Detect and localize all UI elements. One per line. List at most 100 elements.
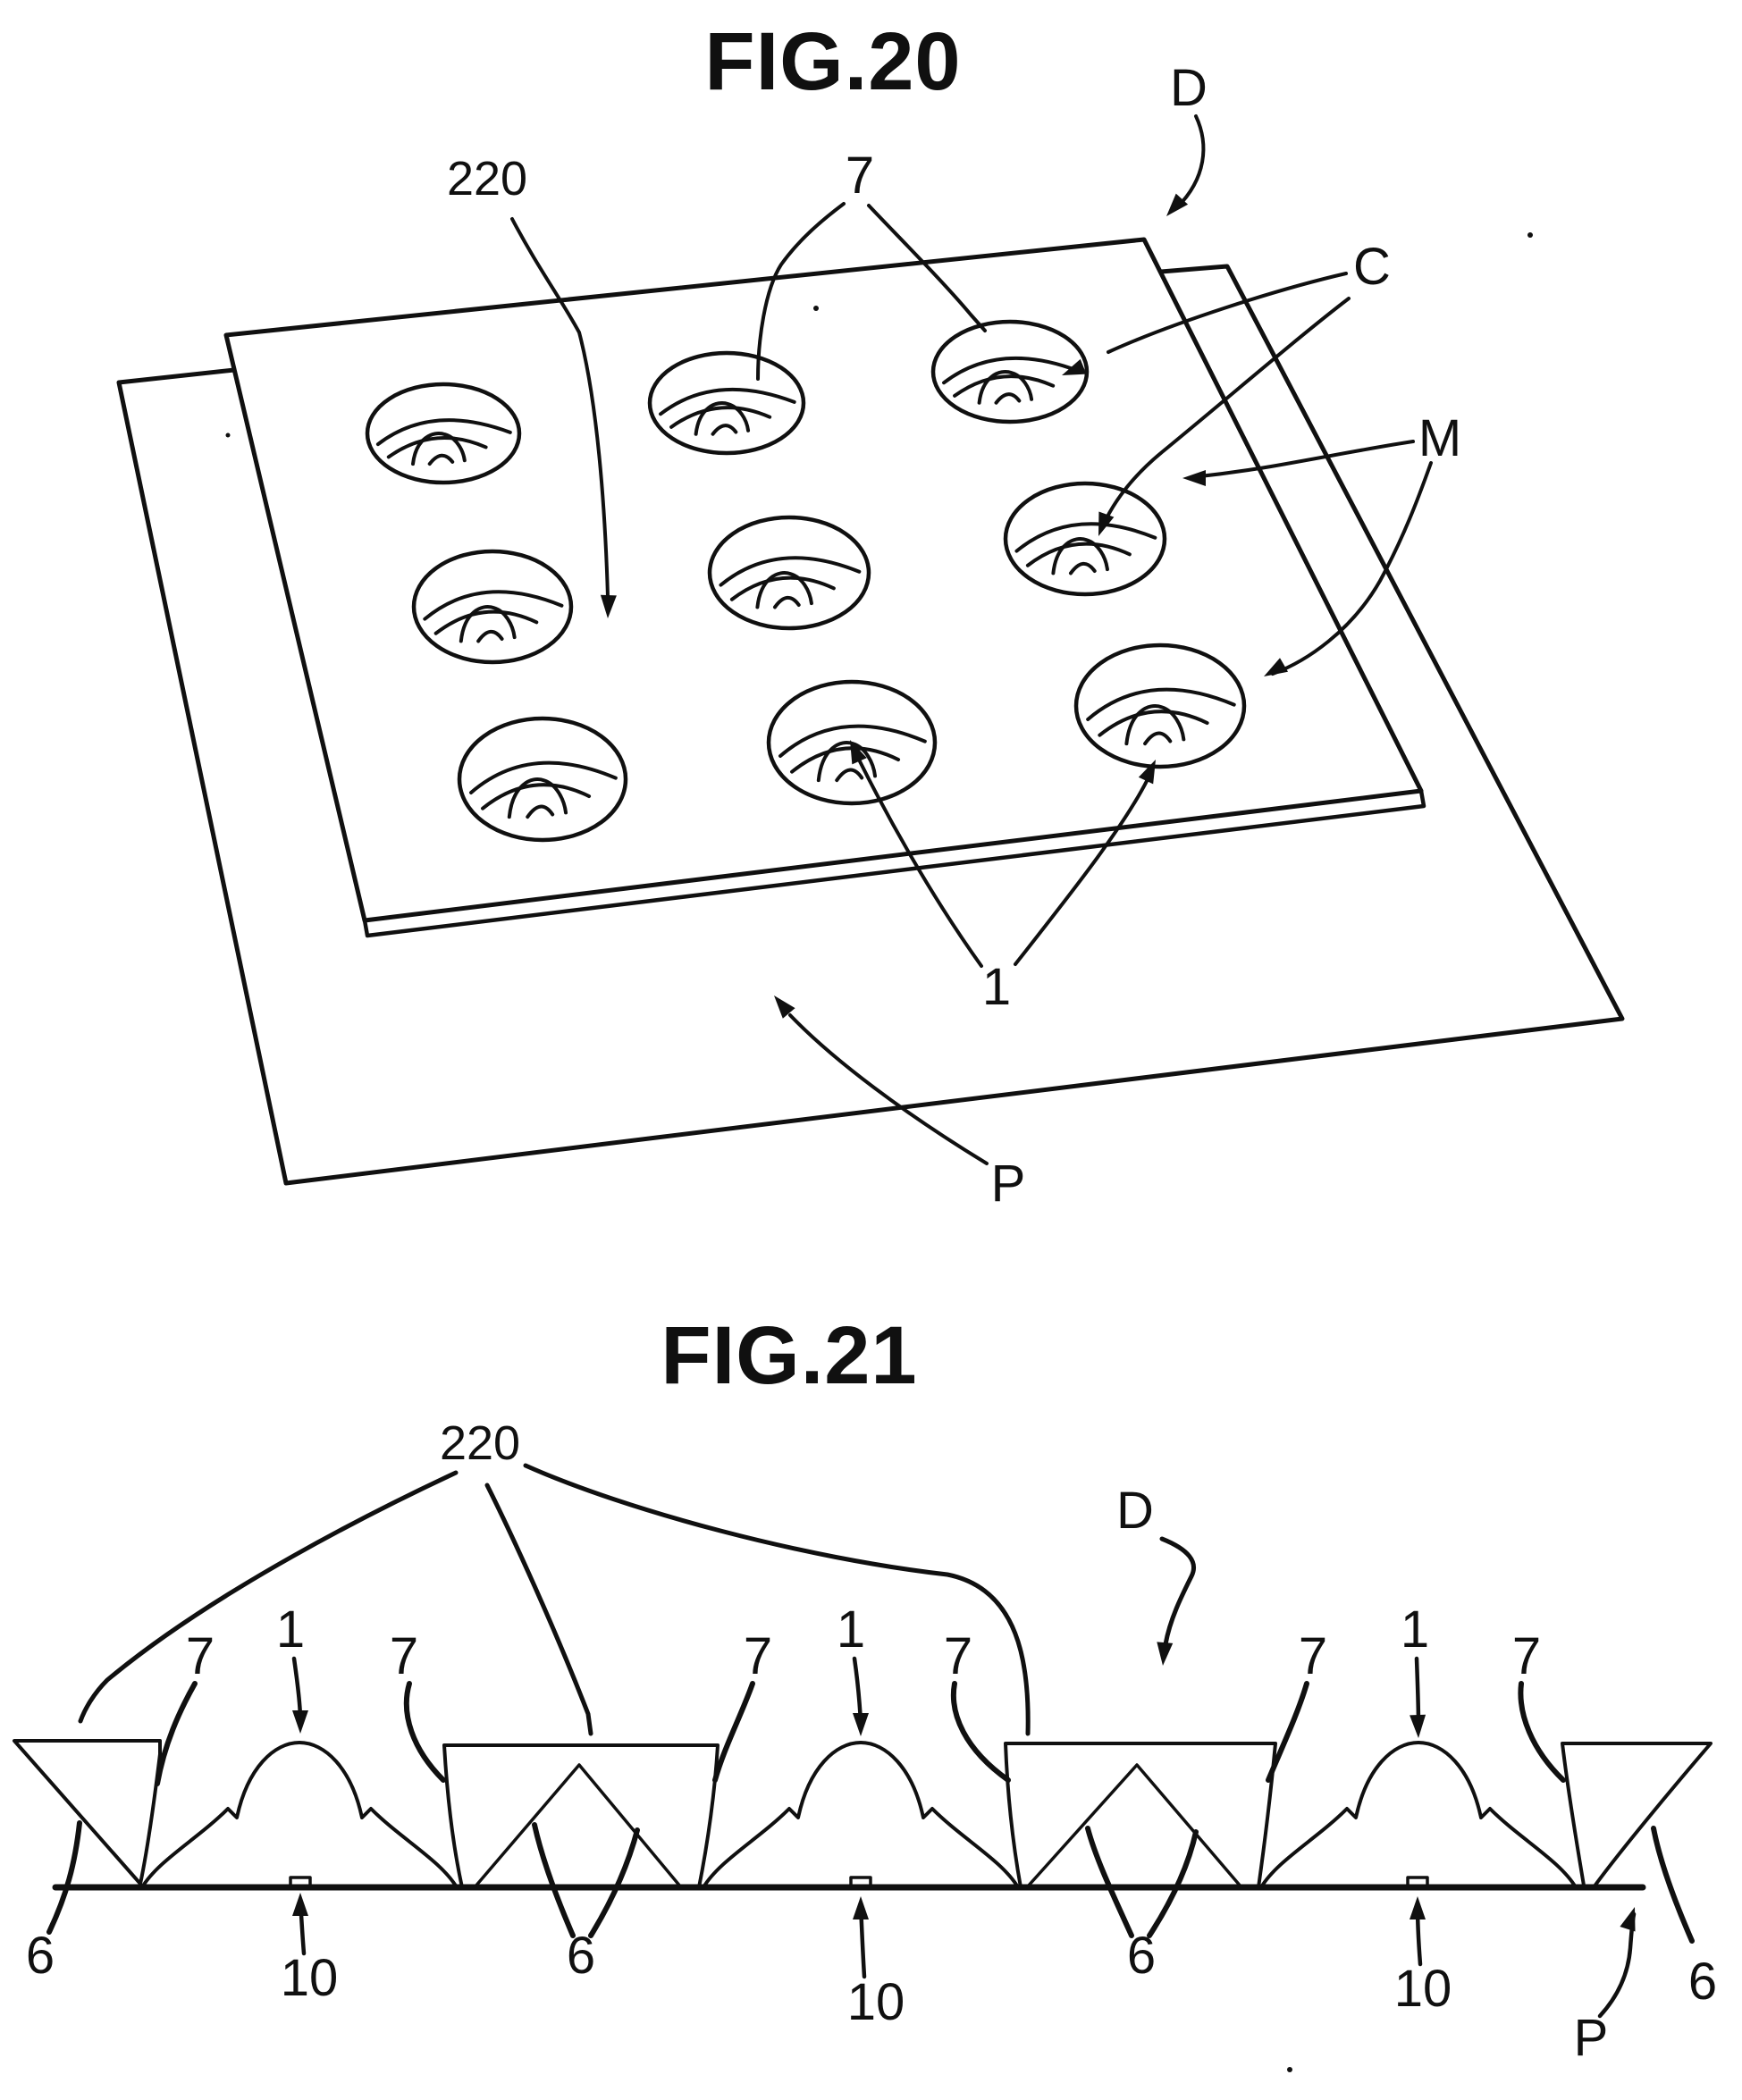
dome-upper-arc — [659, 387, 796, 416]
arrowhead — [1062, 358, 1087, 375]
leader-7e — [1266, 1681, 1309, 1783]
dome-mid-arc — [790, 746, 901, 774]
arrowhead — [292, 1893, 308, 1916]
dome-tip-arc — [772, 595, 801, 609]
arrowhead — [1166, 193, 1189, 216]
fig-21-ref-1b: 1 — [837, 1600, 865, 1659]
dome-mid-arc — [433, 609, 539, 635]
fig-21-ref-6c: 6 — [1127, 1927, 1156, 1985]
dome-tip-outline — [507, 777, 568, 819]
fig-20-ref-M: M — [1418, 409, 1461, 467]
upper-plate-thickness-edge — [362, 788, 1426, 938]
dome-upper-arc — [423, 590, 564, 621]
leader-1a — [291, 1656, 303, 1722]
fig-21-ref-P: P — [1574, 2009, 1609, 2067]
dome-upper-arc — [1014, 522, 1157, 553]
fig-21-ref-10a: 10 — [281, 1949, 339, 2007]
leader-7c — [712, 1681, 755, 1783]
fig-20-ref-1: 1 — [982, 958, 1011, 1016]
fig-21-ref-D: D — [1116, 1482, 1154, 1540]
fig-21-ref-7f: 7 — [1512, 1627, 1541, 1685]
fig-21-ref-6a: 6 — [26, 1927, 55, 1985]
hole-rim — [930, 319, 1090, 424]
fig-20-ref-D: D — [1170, 59, 1208, 117]
fig-21-ref-1a: 1 — [276, 1600, 305, 1659]
dome-tip-outline — [694, 401, 751, 436]
dome-tip-arc — [476, 629, 504, 643]
dome-tip-outline — [411, 432, 467, 466]
hole-grid — [365, 319, 1247, 843]
dome-tip-arc — [1068, 561, 1097, 575]
scan-dot — [225, 433, 231, 438]
arrowhead — [1157, 1642, 1174, 1666]
right-wall-funnel — [1561, 1742, 1713, 1889]
dome-tip-outline — [1124, 704, 1186, 746]
fig-21-ref-1c: 1 — [1401, 1600, 1429, 1659]
leader-7a — [155, 1681, 198, 1786]
leader-M-1 — [1191, 440, 1415, 479]
dome-mid-arc — [669, 406, 772, 429]
hole-rim — [1073, 643, 1247, 769]
dome-upper-arc — [1086, 687, 1236, 721]
lens-dome-profile — [702, 1741, 1020, 1889]
hole-rim — [1003, 481, 1167, 597]
lens-dome-profile — [1259, 1741, 1578, 1889]
dome-mid-arc — [1025, 542, 1132, 567]
fig-21-ref-6d: 6 — [1688, 1953, 1717, 2011]
dome-tip-arc — [994, 392, 1022, 405]
dome-upper-arc — [942, 356, 1080, 385]
lens-hole — [411, 549, 574, 665]
led-chips — [289, 1876, 1429, 1888]
dome-tip-arc — [835, 768, 864, 783]
arrowhead — [1138, 760, 1156, 785]
arrowhead — [853, 1713, 869, 1736]
leader-6a — [46, 1820, 82, 1935]
hole-rim — [766, 679, 938, 806]
fig-21-ref-10c: 10 — [1394, 1960, 1452, 2018]
lens-hole — [1003, 481, 1167, 597]
dome-upper-arc — [719, 556, 862, 587]
leader-6b-right — [588, 1827, 640, 1938]
led-chip — [1406, 1876, 1429, 1888]
leader-D — [1159, 1536, 1197, 1647]
dome-mid-arc — [386, 436, 488, 459]
leader-C-2 — [1101, 297, 1351, 527]
dome-upper-arc — [469, 760, 618, 794]
leader-7b — [403, 1681, 446, 1783]
leader-6c-right — [1147, 1829, 1199, 1938]
dome-upper-arc — [778, 724, 927, 758]
leader-220-fan-1 — [78, 1470, 459, 1724]
led-chip — [289, 1876, 312, 1888]
hole-rim — [647, 350, 806, 456]
led-chip — [849, 1876, 872, 1888]
fig20-arrowheads — [600, 193, 1289, 1019]
wall-block-2-cone-edges — [1025, 1763, 1243, 1889]
fig21-arrowheads — [292, 1642, 1636, 1932]
wall-block-1 — [442, 1743, 720, 1889]
wall-block-2 — [1004, 1742, 1277, 1889]
leader-P — [788, 1013, 989, 1165]
arrowhead — [292, 1710, 308, 1734]
left-wall-funnel — [13, 1739, 162, 1886]
fig-21-ref-7a: 7 — [186, 1627, 215, 1685]
hole-rim — [411, 549, 574, 665]
dome-upper-arc — [375, 418, 512, 447]
dome-tip-arc — [427, 453, 455, 466]
dome-tip-outline — [459, 605, 517, 643]
leader-7f — [1518, 1681, 1566, 1783]
leader-1-right — [1014, 774, 1151, 966]
dome-tip-arc — [526, 804, 555, 819]
wall-block-1-cone-edges — [473, 1763, 683, 1889]
upper-plate-outline — [223, 237, 1424, 923]
leader-6c-left — [1085, 1826, 1134, 1938]
fig-21-ref-7b: 7 — [390, 1627, 418, 1685]
fig21-leader-lines — [46, 1463, 1695, 2019]
arrowhead — [850, 740, 867, 765]
dome-tip-outline — [755, 571, 813, 609]
